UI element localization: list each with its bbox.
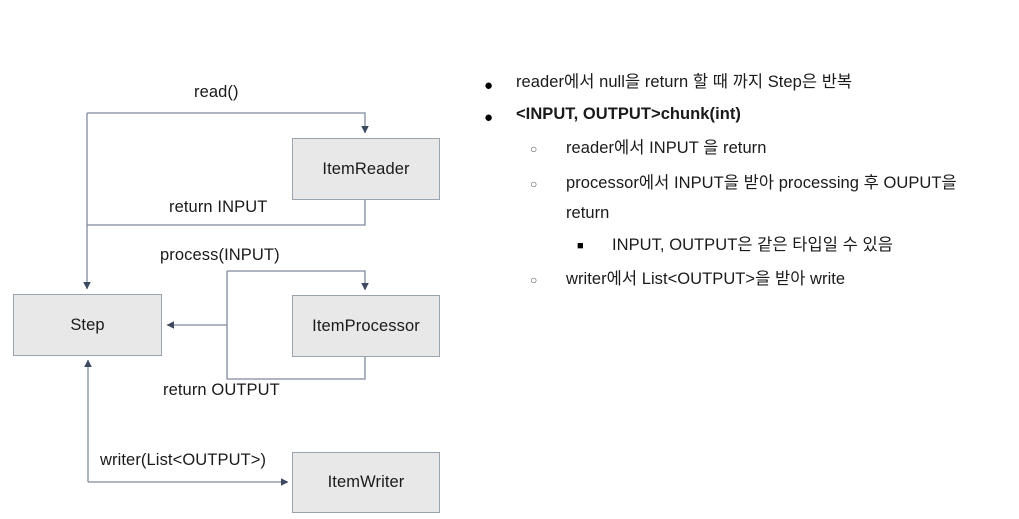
list-item-text: INPUT, OUTPUT은 같은 타입일 수 있음 [612, 236, 893, 254]
list-item-continuation: return [470, 203, 609, 223]
diagram-connectors [83, 112, 369, 486]
list-item: ○ processor에서 INPUT을 받아 processing 후 OUP… [470, 173, 957, 193]
edge-label-return-input: return INPUT [169, 198, 268, 216]
list-item-text: processor에서 INPUT을 받아 processing 후 OUPUT… [566, 174, 957, 192]
list-item-text: <INPUT, OUTPUT>chunk(int) [516, 105, 741, 123]
bullet-circle-icon: ○ [530, 142, 538, 156]
node-item-reader-label: ItemReader [322, 159, 410, 178]
edge-writer [84, 359, 289, 486]
edge-label-return-output: return OUTPUT [163, 381, 280, 399]
node-item-processor-label: ItemProcessor [312, 316, 420, 335]
edge-return-output [166, 271, 366, 380]
node-step[interactable]: Step [13, 294, 162, 356]
list-item-text: reader에서 INPUT 을 return [566, 139, 767, 157]
node-item-processor[interactable]: ItemProcessor [292, 295, 440, 357]
node-item-writer[interactable]: ItemWriter [292, 452, 440, 513]
bullet-disc-icon: ● [484, 109, 494, 126]
list-item-text: writer에서 List<OUTPUT>을 받아 write [566, 270, 846, 288]
bullet-disc-icon: ● [484, 77, 494, 94]
list-item: ○ reader에서 INPUT 을 return [470, 138, 766, 158]
list-item: ■ INPUT, OUTPUT은 같은 타입일 수 있음 [470, 235, 893, 255]
list-item-text: return [566, 204, 610, 222]
edge-return-input [87, 199, 366, 226]
list-item-text: reader에서 null을 return 할 때 까지 Step은 반복 [516, 73, 853, 91]
edge-label-process: process(INPUT) [160, 246, 280, 264]
edge-label-writer: writer(List<OUTPUT>) [100, 451, 267, 469]
list-item: ● reader에서 null을 return 할 때 까지 Step은 반복 [470, 72, 853, 94]
notes-panel: ● reader에서 null을 return 할 때 까지 Step은 반복 … [470, 0, 1019, 519]
list-item: ○ writer에서 List<OUTPUT>을 받아 write [470, 269, 845, 289]
list-item: ● <INPUT, OUTPUT>chunk(int) [470, 104, 741, 126]
node-step-label: Step [70, 315, 105, 334]
edge-label-read: read() [194, 83, 239, 101]
node-item-writer-label: ItemWriter [327, 473, 405, 491]
bullet-circle-icon: ○ [530, 177, 538, 191]
bullet-circle-icon: ○ [530, 273, 538, 287]
node-item-reader[interactable]: ItemReader [292, 138, 440, 200]
edge-read [87, 112, 369, 134]
bullet-square-icon: ■ [577, 240, 584, 252]
edge-process [227, 270, 369, 291]
diagram-panel: Step ItemReader ItemProcessor ItemWriter… [0, 0, 470, 519]
